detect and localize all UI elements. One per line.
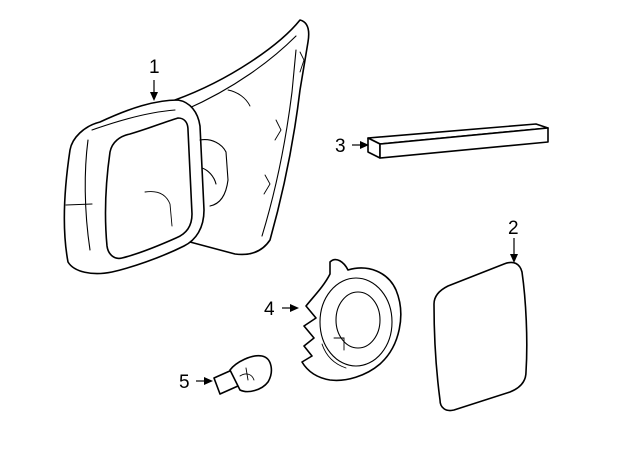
pad-side <box>379 127 549 159</box>
callout-label-1: 1 <box>149 57 160 78</box>
callout-label-3: 3 <box>335 136 346 157</box>
lamp-housing <box>301 258 402 382</box>
pad-part <box>367 123 549 159</box>
callout-label-4: 4 <box>264 299 275 320</box>
callout-3: 3 <box>335 136 369 157</box>
mirror-glass-panel <box>433 261 528 412</box>
callout-2: 2 <box>508 218 519 263</box>
callout-5: 5 <box>179 372 213 393</box>
mirror-sail <box>174 19 310 256</box>
bulb <box>213 354 273 395</box>
callout-4: 4 <box>264 299 299 320</box>
callout-label-2: 2 <box>508 218 519 239</box>
bulb-glass <box>229 354 273 393</box>
callout-1: 1 <box>149 57 160 101</box>
mirror-glass <box>433 261 528 412</box>
callout-label-5: 5 <box>179 372 190 393</box>
mirror-face <box>104 117 193 260</box>
mirror-assembly <box>63 19 310 275</box>
lamp-housing-flange <box>301 258 402 382</box>
